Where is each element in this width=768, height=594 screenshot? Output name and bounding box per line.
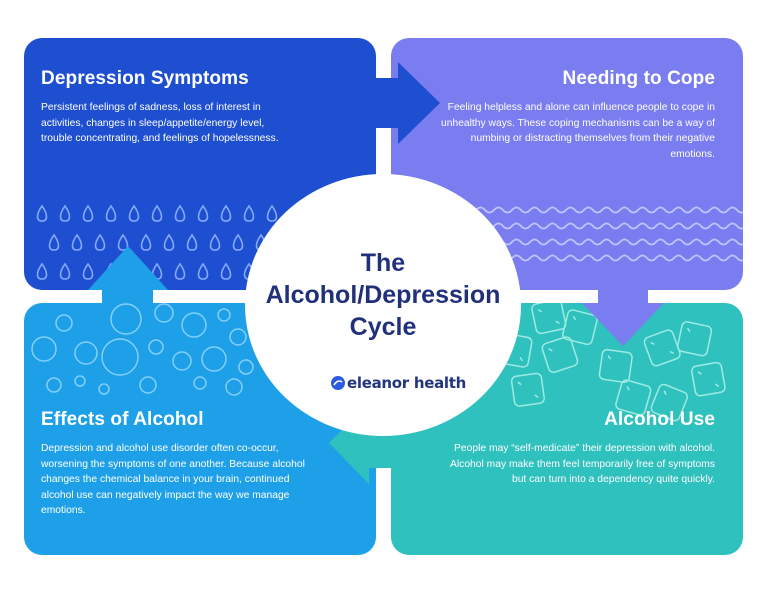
arrow-up-icon bbox=[88, 246, 168, 303]
center-circle bbox=[245, 174, 521, 436]
raindrop-icon bbox=[220, 204, 232, 222]
bubble-icon bbox=[201, 346, 227, 372]
bubble-icon bbox=[193, 376, 207, 390]
panel-description: Feeling helpless and alone can influence… bbox=[441, 102, 715, 160]
bubble-icon bbox=[154, 303, 174, 323]
panel-depression-symptoms: Depression Symptoms Persistent feelings … bbox=[24, 38, 376, 290]
raindrop-icon bbox=[220, 262, 232, 280]
raindrop-icon bbox=[82, 262, 94, 280]
bubble-icon bbox=[139, 376, 157, 394]
bubble-icon bbox=[217, 308, 231, 322]
bubble-icon bbox=[225, 378, 243, 396]
raindrop-icon bbox=[197, 204, 209, 222]
arrow-right-icon bbox=[376, 62, 440, 144]
arrow-down-icon bbox=[582, 290, 664, 346]
raindrop-icon bbox=[36, 262, 48, 280]
brand-name: eleanor health bbox=[347, 374, 466, 392]
raindrop-icon bbox=[94, 233, 106, 251]
panel-description: Persistent feelings of sadness, loss of … bbox=[41, 102, 279, 144]
raindrop-icon bbox=[243, 204, 255, 222]
panel-description: People may “self-medicate” their depress… bbox=[450, 443, 715, 485]
logo-mark-icon bbox=[331, 376, 345, 390]
panel-description: Depression and alcohol use disorder ofte… bbox=[41, 443, 305, 516]
panel-title: Needing to Cope bbox=[562, 68, 715, 89]
raindrop-icon bbox=[48, 233, 60, 251]
raindrop-icon bbox=[128, 204, 140, 222]
bubble-icon bbox=[98, 383, 110, 395]
raindrop-icon bbox=[209, 233, 221, 251]
raindrop-icon bbox=[151, 204, 163, 222]
raindrop-icon bbox=[163, 233, 175, 251]
bubble-icon bbox=[181, 312, 207, 338]
raindrop-icon bbox=[82, 204, 94, 222]
raindrop-icon bbox=[174, 262, 186, 280]
raindrop-icon bbox=[186, 233, 198, 251]
bubble-icon bbox=[31, 336, 57, 362]
center-title-line: The bbox=[360, 249, 406, 277]
bubble-icon bbox=[101, 338, 139, 376]
bubble-icon bbox=[110, 303, 142, 335]
raindrop-icon bbox=[59, 262, 71, 280]
raindrop-icon bbox=[174, 204, 186, 222]
raindrop-icon bbox=[232, 233, 244, 251]
bubble-icon bbox=[55, 314, 73, 332]
panel-effects-of-alcohol: Effects of Alcohol Depression and alcoho… bbox=[24, 303, 376, 555]
raindrop-icon bbox=[36, 204, 48, 222]
bubble-icon bbox=[74, 341, 98, 365]
raindrop-icon bbox=[197, 262, 209, 280]
center-title: The Alcohol/Depression Cycle bbox=[245, 247, 521, 343]
bubble-icon bbox=[172, 351, 192, 371]
bubble-icon bbox=[238, 359, 254, 375]
bubble-icon bbox=[148, 339, 164, 355]
raindrop-icon bbox=[59, 204, 71, 222]
raindrop-icon bbox=[71, 233, 83, 251]
panel-needing-to-cope: Needing to Cope Feeling helpless and alo… bbox=[391, 38, 743, 290]
panel-title: Effects of Alcohol bbox=[41, 409, 204, 430]
raindrop-icon bbox=[140, 233, 152, 251]
center-title-line: Alcohol/Depression bbox=[265, 281, 501, 309]
bubbles-pattern bbox=[31, 303, 254, 396]
center-title-line: Cycle bbox=[349, 313, 417, 341]
bubble-icon bbox=[46, 377, 62, 393]
bubble-icon bbox=[229, 328, 247, 346]
raindrop-icon bbox=[266, 204, 278, 222]
raindrop-icon bbox=[117, 233, 129, 251]
panel-title: Alcohol Use bbox=[604, 409, 715, 430]
bubble-icon bbox=[74, 375, 86, 387]
ice-cubes-pattern bbox=[497, 303, 726, 422]
panel-title: Depression Symptoms bbox=[41, 68, 249, 89]
raindrop-icon bbox=[105, 204, 117, 222]
brand-logo: eleanor health bbox=[331, 374, 466, 392]
